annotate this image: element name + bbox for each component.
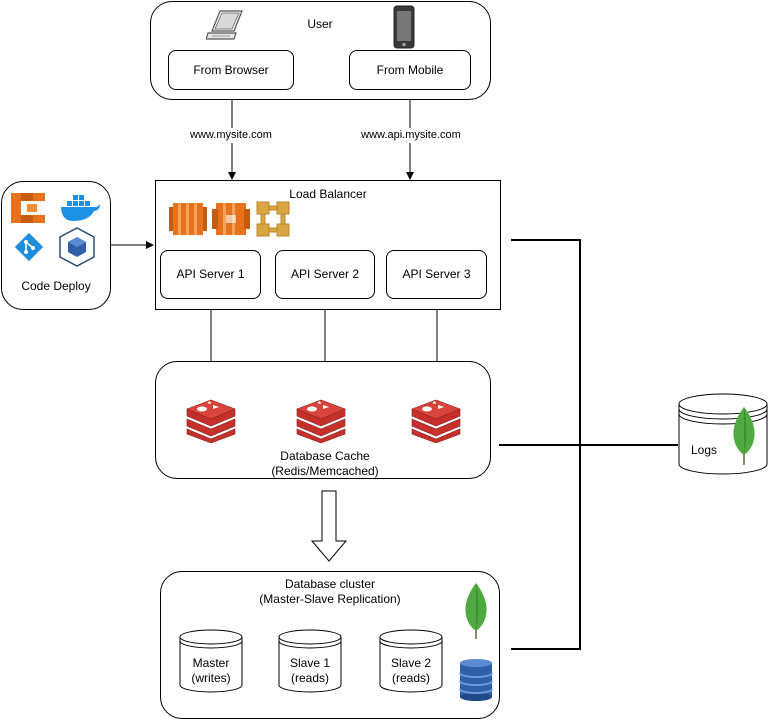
- from-browser-label: From Browser: [193, 63, 269, 77]
- docker-icon: [61, 195, 100, 221]
- mobile-url-label: www.api.mysite.com: [355, 128, 467, 143]
- slave-1-db-label: Slave 1: [289, 656, 331, 670]
- git-icon: [14, 232, 44, 262]
- master-db-cylinder: [179, 629, 243, 693]
- slave-1-db-role: (reads): [290, 671, 329, 685]
- redis-icon: [411, 399, 461, 443]
- api-server-2-label: API Server 2: [290, 267, 360, 281]
- database-cache-subtitle: (Redis/Memcached): [271, 464, 379, 478]
- user-title: User: [307, 17, 333, 31]
- from-mobile-box: [349, 50, 471, 90]
- cube-icon: [59, 227, 95, 267]
- api-server-3-label: API Server 3: [402, 267, 471, 281]
- cache-to-db-hollow-arrow: [310, 490, 348, 562]
- elastic-load-balancing-icon: [256, 201, 290, 237]
- from-mobile-label: From Mobile: [376, 63, 444, 77]
- mongodb-leaf-icon: [465, 583, 487, 639]
- slave-2-db-cylinder: [379, 629, 443, 693]
- dynamodb-icon: [459, 659, 493, 701]
- phone-icon: [393, 5, 415, 49]
- slave-1-db-cylinder: [278, 629, 342, 693]
- from-browser-box: [168, 50, 294, 90]
- api-server-2-box: [275, 250, 375, 299]
- laptop-icon: [206, 10, 243, 40]
- mongodb-leaf-icon: [733, 407, 755, 465]
- slave-2-db-label: Slave 2: [390, 656, 432, 670]
- redis-icon: [296, 399, 346, 443]
- master-db-role: (writes): [191, 671, 231, 685]
- logs-label: Logs: [690, 443, 718, 457]
- browser-url-label: www.mysite.com: [175, 128, 287, 143]
- master-db-label: Master: [192, 656, 230, 670]
- database-cache-title: Database Cache: [280, 449, 370, 463]
- redis-icon: [186, 399, 236, 443]
- slave-2-db-role: (reads): [391, 671, 430, 685]
- ec2-icon: [169, 203, 207, 235]
- api-server-1-box: [160, 250, 261, 299]
- load-balancer-title: Load Balancer: [289, 187, 367, 201]
- aws-codedeploy-icon: [11, 193, 45, 223]
- api-server-1-label: API Server 1: [176, 267, 245, 281]
- database-cluster-title: Database cluster: [284, 577, 376, 591]
- api-server-3-box: [386, 250, 487, 299]
- code-deploy-label: Code Deploy: [21, 279, 91, 293]
- auto-scaling-icon: [212, 203, 250, 235]
- database-cluster-subtitle: (Master-Slave Replication): [259, 592, 401, 606]
